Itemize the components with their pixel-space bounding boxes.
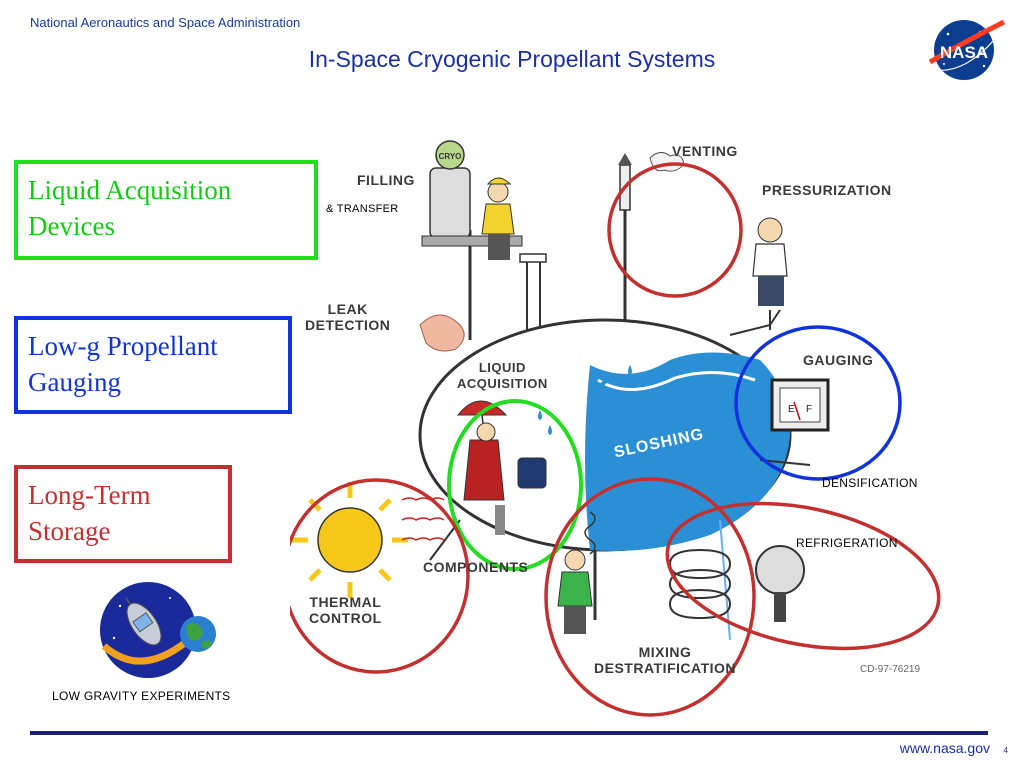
agency-name: National Aeronautics and Space Administr… [30,15,301,30]
storage-line1: Long-Term [28,480,151,510]
gauging-cartoon-label: GAUGING [803,352,874,368]
thermal-control-label: THERMAL CONTROL [309,594,382,626]
storage-line2: Storage [28,516,111,546]
cd-number: CD-97-76219 [860,664,921,675]
slide-title: In-Space Cryogenic Propellant Systems [308,46,716,72]
low-gravity-experiments-label: LOW GRAVITY EXPERIMENTS [52,689,231,703]
gauging-highlight-circle [734,325,902,481]
mixing-label-line2: DESTRATIFICATION [594,660,737,676]
liquid-acq-label-line2: ACQUISITION [457,376,548,391]
gauge-empty-mark: E [788,404,795,415]
cryo-label: CRYO [439,152,462,161]
liquid-acquisition-line1: Liquid Acquisition [28,175,232,205]
leak-detection-label: LEAK DETECTION [305,301,390,333]
transfer-label: & TRANSFER [326,203,399,215]
nasa-logo-text: NASA [940,43,988,62]
components-label: COMPONENTS [423,559,529,575]
page-number: 4 [1003,746,1008,755]
leak-label-line1: LEAK [327,301,368,317]
filling-label: FILLING [357,172,415,188]
low-gravity-experiments-illustration [100,582,216,678]
leak-label-line2: DETECTION [305,317,391,333]
thermal-label-line1: THERMAL [309,594,382,610]
sun-illustration [317,507,383,573]
thermal-label-line2: CONTROL [309,610,382,626]
refrigeration-label: REFRIGERATION [796,536,898,550]
mixing-destratification-label: MIXING DESTRATIFICATION [594,644,736,676]
gauging-line2: Gauging [28,367,121,397]
liquid-acquisition-highlight-circle [447,399,583,571]
nasa-logo: NASA [928,19,1006,80]
pressurization-label: PRESSURIZATION [762,182,892,198]
gauge-full-mark: F [806,404,812,415]
liquid-acquisition-line2: Devices [28,211,115,241]
mixing-highlight-circle [544,477,756,717]
sloshing-liquid [585,352,790,551]
densification-label: DENSIFICATION [822,476,918,490]
gauging-line1: Low-g Propellant [28,331,218,361]
liquid-acq-label-line1: LIQUID [478,360,526,375]
mixing-label-line1: MIXING [638,644,692,660]
liquid-acquisition-cartoon-label: LIQUID ACQUISITION [457,360,548,392]
footer-url[interactable]: www.nasa.gov [899,740,990,756]
gauging-box: Low-g Propellant Gauging [14,316,292,414]
footer-rule [30,731,988,735]
venting-label: VENTING [672,143,738,159]
liquid-acquisition-box: Liquid Acquisition Devices [14,160,318,260]
cryogenic-systems-cartoon: SLOSHING CRYO E F [290,140,941,717]
venting-highlight-circle [607,162,743,298]
storage-box: Long-Term Storage [14,465,232,563]
refrigeration-highlight-circle [665,501,941,651]
thermal-control-highlight-circle [290,478,470,674]
